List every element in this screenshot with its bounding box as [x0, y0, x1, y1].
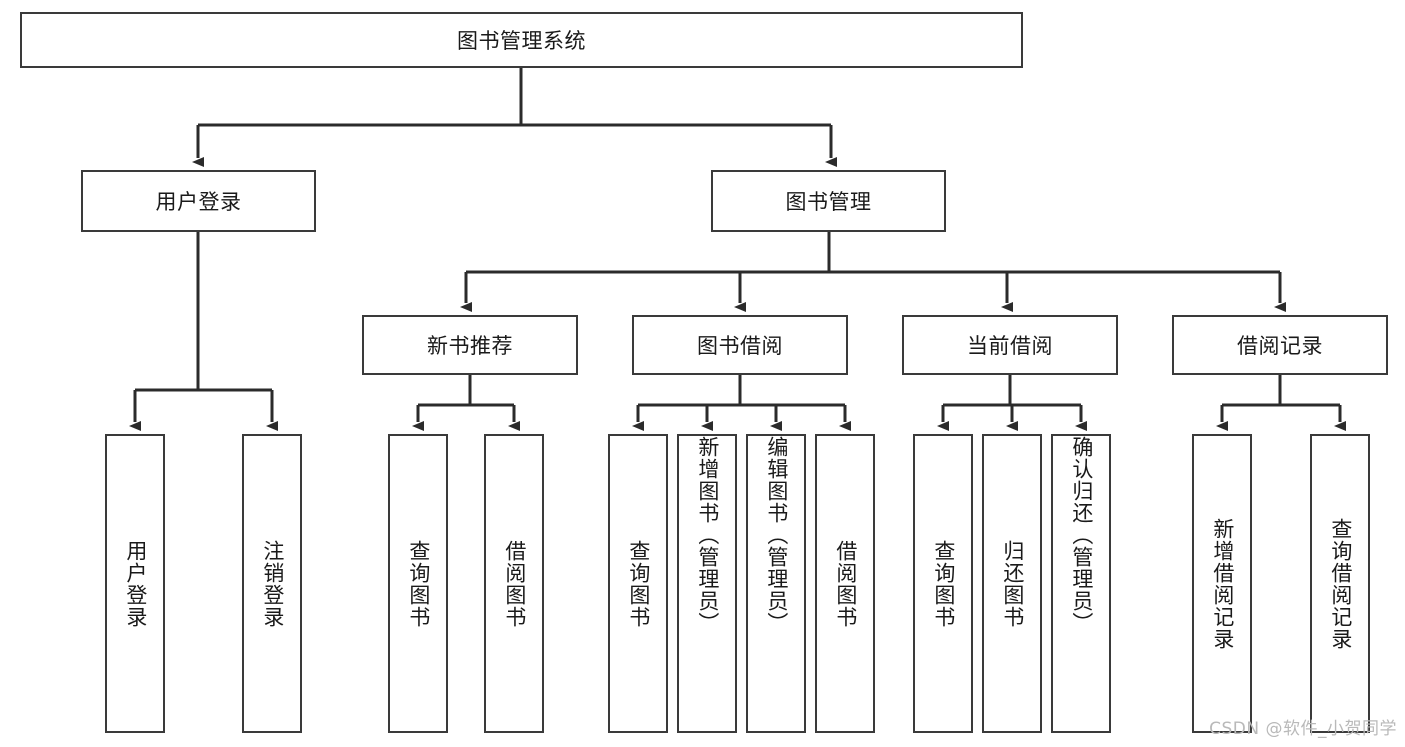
node-book-manage-label: 图书管理 [785, 190, 872, 214]
leaf-text-wrap: 用户登录 [107, 436, 163, 731]
node-leaf-user-login[interactable]: 用户登录 [105, 434, 165, 733]
node-leaf-query-record-label: 查询借阅记录 [1328, 517, 1353, 650]
node-user-login-label: 用户登录 [155, 190, 242, 214]
node-leaf-query-book-2-label: 查询图书 [626, 539, 651, 628]
node-book-borrow[interactable]: 图书借阅 [632, 315, 848, 375]
node-leaf-user-logout-label: 注销登录 [260, 539, 285, 628]
node-leaf-add-book-label: 新增图书（管理员） [695, 436, 720, 634]
node-leaf-add-record[interactable]: 新增借阅记录 [1192, 434, 1252, 733]
node-book-borrow-label: 图书借阅 [697, 334, 783, 358]
node-leaf-borrow-book-1-label: 借阅图书 [502, 539, 527, 628]
watermark-text: CSDN @软件_小贺同学 [1209, 719, 1397, 739]
node-leaf-add-book[interactable]: 新增图书（管理员） [677, 434, 737, 733]
node-current-borrow-label: 当前借阅 [967, 334, 1053, 358]
node-leaf-query-book-3[interactable]: 查询图书 [913, 434, 973, 733]
node-borrow-record-label: 借阅记录 [1237, 334, 1323, 358]
node-new-book-recommend-label: 新书推荐 [427, 334, 513, 358]
node-leaf-borrow-book-2[interactable]: 借阅图书 [815, 434, 875, 733]
node-leaf-confirm-return[interactable]: 确认归还（管理员） [1051, 434, 1111, 733]
node-leaf-edit-book[interactable]: 编辑图书（管理员） [746, 434, 806, 733]
leaf-text-wrap: 查询图书 [610, 436, 666, 731]
node-leaf-query-book-1[interactable]: 查询图书 [388, 434, 448, 733]
node-leaf-user-logout[interactable]: 注销登录 [242, 434, 302, 733]
leaf-text-wrap: 查询借阅记录 [1312, 436, 1368, 731]
node-leaf-edit-book-label: 编辑图书（管理员） [764, 436, 789, 634]
leaf-text-wrap: 查询图书 [915, 436, 971, 731]
leaf-text-wrap: 新增借阅记录 [1194, 436, 1250, 731]
node-leaf-query-book-3-label: 查询图书 [931, 539, 956, 628]
node-leaf-return-book-label: 归还图书 [1000, 539, 1025, 628]
leaf-text-wrap: 查询图书 [390, 436, 446, 731]
node-leaf-user-login-label: 用户登录 [123, 539, 148, 628]
node-leaf-add-record-label: 新增借阅记录 [1210, 517, 1235, 650]
node-leaf-borrow-book-1[interactable]: 借阅图书 [484, 434, 544, 733]
node-leaf-return-book[interactable]: 归还图书 [982, 434, 1042, 733]
leaf-text-wrap: 归还图书 [984, 436, 1040, 731]
node-new-book-recommend[interactable]: 新书推荐 [362, 315, 578, 375]
node-user-login[interactable]: 用户登录 [81, 170, 316, 232]
node-borrow-record[interactable]: 借阅记录 [1172, 315, 1388, 375]
leaf-text-wrap: 新增图书（管理员） [679, 436, 735, 731]
node-root-label: 图书管理系统 [457, 29, 586, 53]
node-leaf-query-record[interactable]: 查询借阅记录 [1310, 434, 1370, 733]
leaf-text-wrap: 编辑图书（管理员） [748, 436, 804, 731]
node-leaf-query-book-2[interactable]: 查询图书 [608, 434, 668, 733]
node-leaf-query-book-1-label: 查询图书 [406, 539, 431, 628]
node-leaf-confirm-return-label: 确认归还（管理员） [1069, 436, 1094, 634]
leaf-text-wrap: 注销登录 [244, 436, 300, 731]
node-root[interactable]: 图书管理系统 [20, 12, 1023, 68]
leaf-text-wrap: 借阅图书 [486, 436, 542, 731]
node-book-manage[interactable]: 图书管理 [711, 170, 946, 232]
node-leaf-borrow-book-2-label: 借阅图书 [833, 539, 858, 628]
leaf-text-wrap: 确认归还（管理员） [1053, 436, 1109, 731]
leaf-text-wrap: 借阅图书 [817, 436, 873, 731]
node-current-borrow[interactable]: 当前借阅 [902, 315, 1118, 375]
